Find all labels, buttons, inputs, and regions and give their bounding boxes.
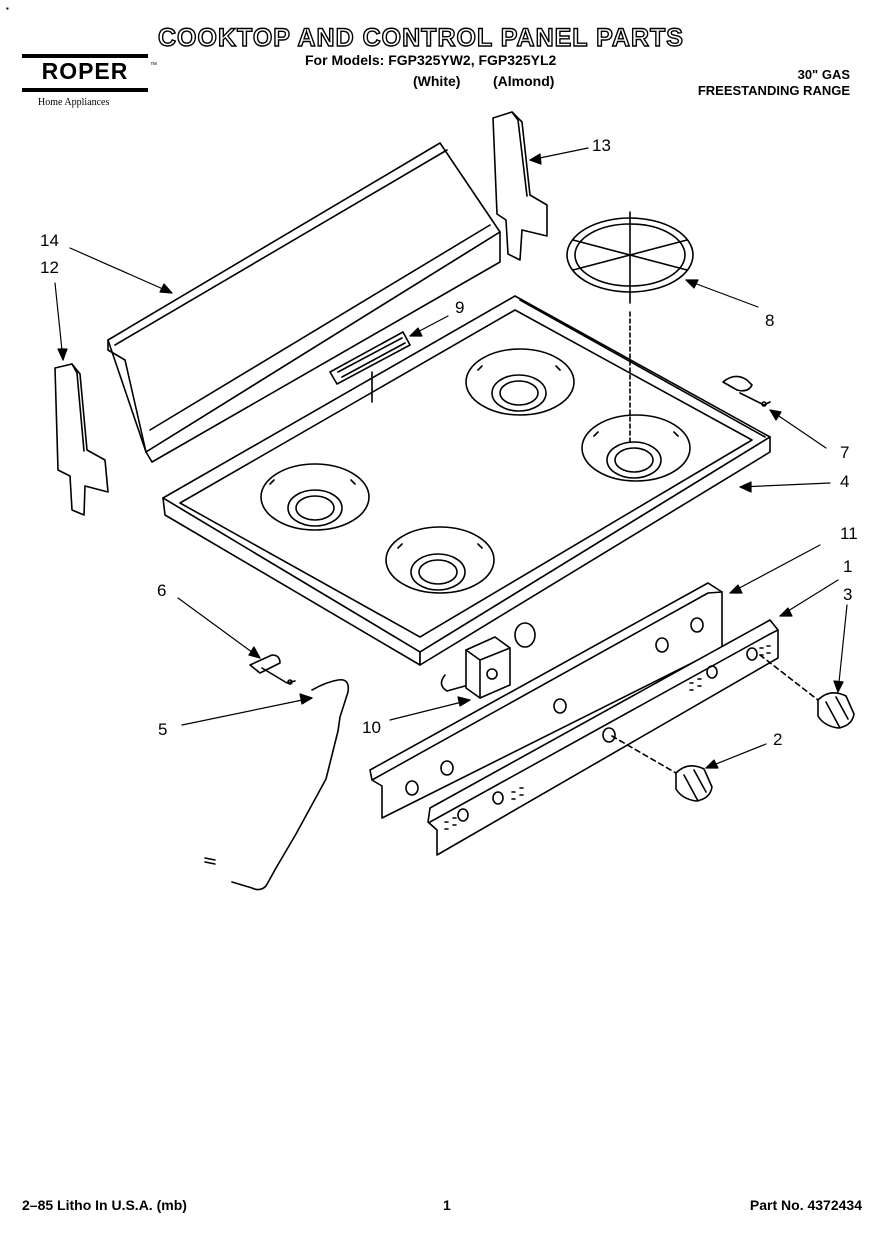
- litho-note: 2–85 Litho In U.S.A. (mb): [22, 1197, 187, 1213]
- variant-white: (White): [413, 73, 461, 89]
- wire-clip: [249, 654, 296, 685]
- backguard: [107, 142, 501, 463]
- corner-mark: ▪: [6, 4, 9, 13]
- callout-8: 8: [765, 311, 775, 330]
- part-number: Part No. 4372434: [749, 1197, 862, 1213]
- brand-logo: ROPER: [41, 58, 129, 84]
- side-trim-right: [492, 111, 548, 261]
- igniter-bracket: [329, 331, 411, 403]
- callout-7: 7: [840, 443, 850, 462]
- callout-2: 2: [773, 730, 783, 749]
- side-trim-left: [54, 363, 109, 516]
- callout-5: 5: [158, 720, 168, 739]
- callout-4: 4: [840, 472, 850, 491]
- leader-lines: [54, 147, 848, 769]
- callout-14: 14: [40, 231, 59, 250]
- callout-11: 11: [840, 524, 858, 543]
- page-title: COOKTOP AND CONTROL PANEL PARTS: [157, 23, 684, 52]
- range-type-line2: FREESTANDING RANGE: [697, 83, 850, 98]
- callout-1: 1: [843, 557, 853, 576]
- callout-12: 12: [40, 258, 59, 277]
- burner-grate: [566, 211, 694, 446]
- spark-module: [440, 636, 511, 699]
- range-type-line1: 30" GAS: [797, 67, 850, 82]
- manifold-bracket: [369, 582, 723, 819]
- callout-10: 10: [362, 718, 381, 737]
- callout-13: 13: [592, 136, 611, 155]
- logo-frame: [22, 54, 148, 92]
- brand-tagline: Home Appliances: [38, 97, 110, 108]
- cooktop: [162, 295, 771, 666]
- control-knob-2: [611, 735, 713, 802]
- control-panel: [427, 619, 779, 856]
- callout-3: 3: [843, 585, 853, 604]
- page-number: 1: [443, 1197, 451, 1213]
- control-knob-3: [759, 654, 855, 729]
- grommet: [722, 375, 771, 407]
- trademark-mark: ™: [150, 62, 157, 69]
- variant-almond: (Almond): [493, 73, 555, 89]
- igniter-wire: [204, 678, 350, 891]
- model-numbers: For Models: FGP325YW2, FGP325YL2: [305, 52, 557, 68]
- callout-9: 9: [455, 298, 465, 317]
- callout-6: 6: [157, 581, 167, 600]
